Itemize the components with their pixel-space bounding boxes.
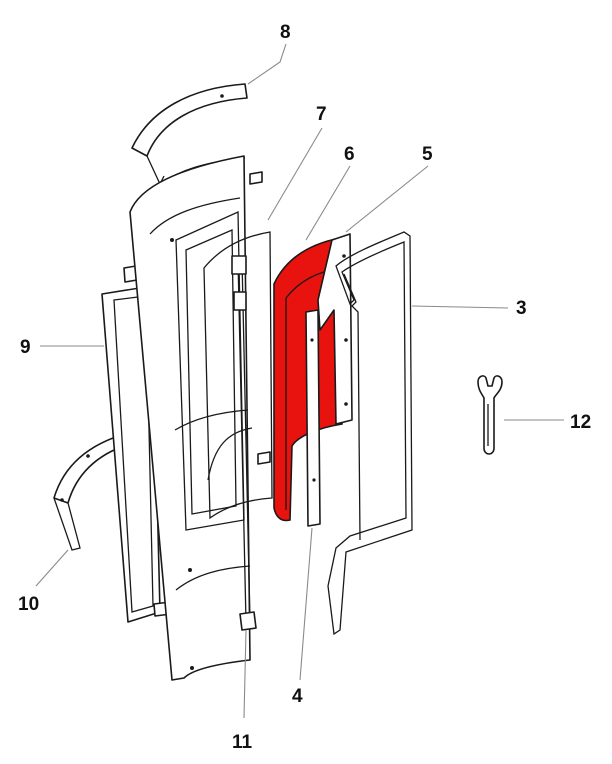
part-5-bracket bbox=[317, 233, 353, 425]
callout-labels: 8 7 6 5 3 9 12 10 4 11 bbox=[18, 22, 591, 753]
callout-11: 11 bbox=[232, 732, 253, 753]
main-housing-panel bbox=[129, 155, 271, 681]
leader-lines bbox=[35, 43, 564, 719]
part-7-glass bbox=[203, 231, 273, 520]
callout-8: 8 bbox=[280, 22, 291, 43]
callout-6: 6 bbox=[344, 144, 355, 165]
part-4-strip bbox=[305, 309, 321, 527]
callout-12: 12 bbox=[570, 412, 591, 433]
part-11-rod bbox=[231, 255, 257, 631]
callout-7: 7 bbox=[316, 104, 327, 125]
callout-5: 5 bbox=[422, 144, 433, 165]
part-3-gasket bbox=[327, 231, 413, 636]
callout-3: 3 bbox=[516, 298, 527, 319]
callout-4: 4 bbox=[292, 686, 303, 707]
part-12-tool bbox=[477, 375, 503, 455]
callout-9: 9 bbox=[20, 337, 31, 358]
callout-10: 10 bbox=[18, 594, 39, 615]
